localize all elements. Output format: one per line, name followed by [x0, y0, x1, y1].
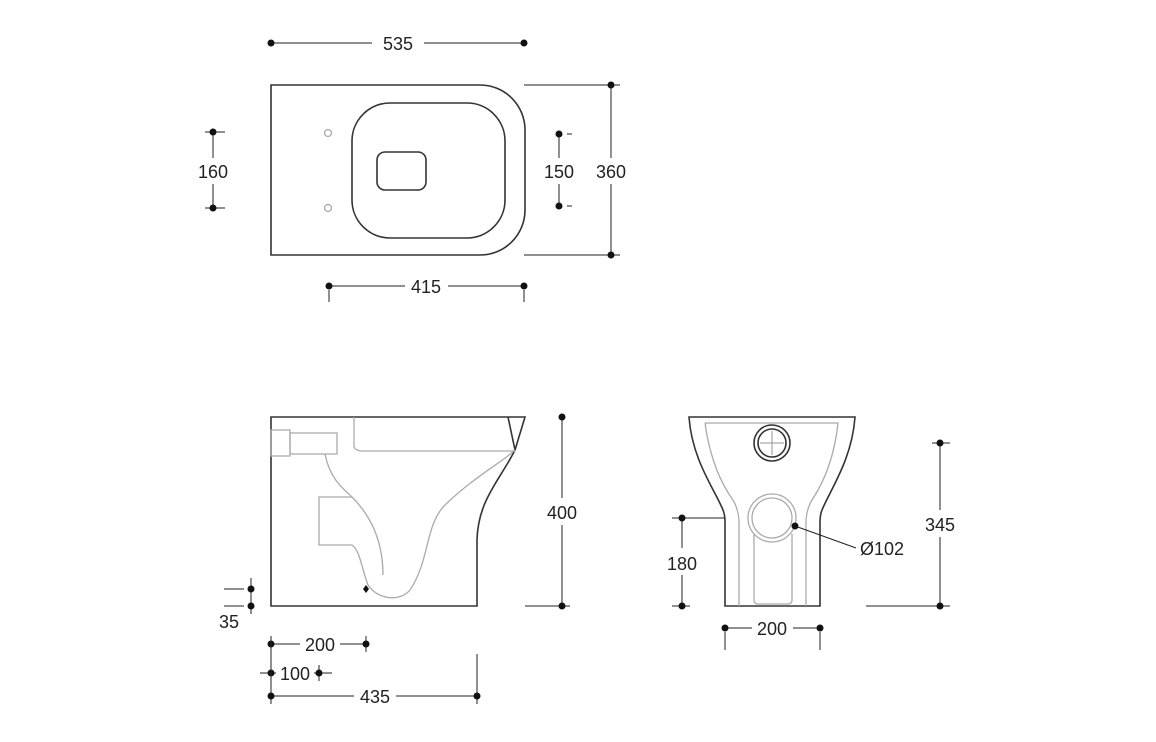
- dim-label: 150: [544, 162, 574, 182]
- top-view: 535 160 150 360 415: [198, 34, 626, 302]
- side-view: 400 35 200 100 435: [219, 413, 577, 707]
- dim-label: 180: [667, 554, 697, 574]
- dim-360: 360: [524, 81, 626, 259]
- outlet-circle: [747, 493, 797, 543]
- dim-160: 160: [198, 128, 228, 212]
- dim-label: 200: [757, 619, 787, 639]
- seat-outline: [351, 102, 506, 239]
- dim-400: 400: [525, 413, 577, 610]
- dim-535: 535: [267, 34, 528, 54]
- dim-200-side: 200: [267, 635, 370, 655]
- seat-cutout: [376, 151, 427, 191]
- dim-label: 35: [219, 612, 239, 632]
- dim-label: 435: [360, 687, 390, 707]
- front-outline: [688, 416, 856, 607]
- dim-label: 400: [547, 503, 577, 523]
- dim-label: 345: [925, 515, 955, 535]
- dim-label: 160: [198, 162, 228, 182]
- dim-150: 150: [544, 130, 574, 210]
- dim-345: 345: [866, 439, 955, 610]
- fixing-hole: [323, 128, 333, 138]
- dim-200-front: 200: [721, 619, 824, 650]
- dim-label: 100: [280, 664, 310, 684]
- fixing-hole: [323, 203, 333, 213]
- dim-label: 415: [411, 277, 441, 297]
- side-outline: [270, 416, 527, 607]
- dim-180: 180: [667, 514, 725, 610]
- dim-label: 535: [383, 34, 413, 54]
- dim-435: 435: [267, 636, 481, 707]
- front-view: 180 345 200 Ø102: [667, 416, 955, 650]
- inlet-circle: [753, 424, 791, 462]
- top-outline: [270, 84, 526, 256]
- dim-label: 200: [305, 635, 335, 655]
- outlet-marker: [363, 585, 369, 593]
- dim-35: 35: [219, 578, 255, 632]
- dim-415: 415: [325, 277, 528, 302]
- dim-label: Ø102: [860, 539, 904, 559]
- dim-label: 360: [596, 162, 626, 182]
- dim-diameter: Ø102: [791, 522, 904, 559]
